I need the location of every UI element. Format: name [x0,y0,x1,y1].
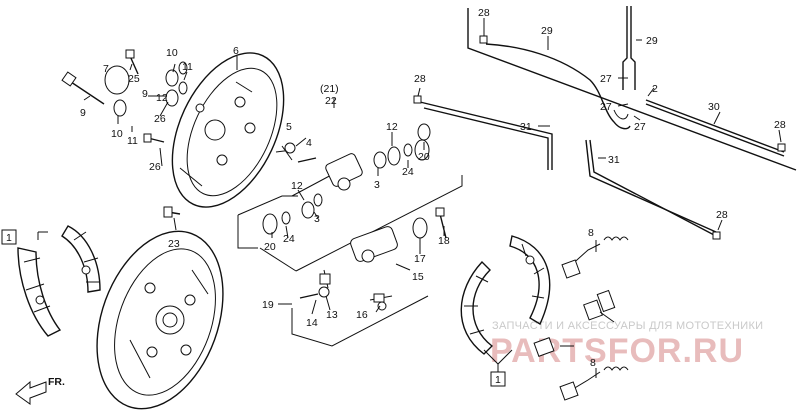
part-label-8: 8 [590,357,596,369]
part-label-10: 10 [111,128,123,140]
part-label-5: 5 [286,121,292,133]
watermark-tagline: ЗАПЧАСТИ И АКСЕССУАРЫ ДЛЯ МОТОТЕХНИКИ [492,320,763,332]
part-label-8: 8 [588,227,594,239]
part-label-6: 6 [233,45,239,57]
part-label-27: 27 [600,73,612,85]
part-label-12-upper: 12 [156,92,168,104]
cylinder-15 [350,226,398,262]
callout-box-1a: 1 [1,229,17,245]
part-label-17: 17 [414,253,426,265]
part-label-11: 11 [182,61,193,73]
part-label-25: 25 [128,73,140,85]
watermark-brand: PARTSFOR.RU [490,332,744,370]
o-ring-7 [104,65,130,95]
part-label-24: 24 [402,166,414,178]
cables-and-rods [419,6,797,237]
brake-shoe-right [460,235,551,355]
part-label-18: 18 [438,235,450,247]
part-label-26: 26 [154,113,166,125]
part-label-13: 13 [326,309,338,321]
front-direction-arrow: FR. [15,376,65,405]
part-label-26: 26 [149,161,161,173]
part-label-27: 27 [600,101,612,113]
part-label-20: 20 [264,241,276,253]
wheel-cylinder-parts [262,123,447,311]
wheel-cylinder-group-outline [237,164,463,347]
brake-panel-upper [171,52,285,208]
panel-outline-right [467,8,797,171]
part-label-31: 31 [520,121,532,133]
direction-label: FR. [48,376,65,388]
part-label-3: 3 [314,213,320,225]
part-label-30: 30 [708,101,720,113]
part-label-27: 27 [634,121,646,133]
bolt-9 [67,79,105,105]
part-label-16: 16 [356,309,368,321]
springs-and-clips [413,35,786,401]
part-label-4: 4 [306,137,312,149]
part-label-29: 29 [541,25,553,37]
part-label-28: 28 [414,73,426,85]
part-label-9: 9 [80,107,86,119]
part-label-1: 1 [495,374,501,386]
part-label-31: 31 [608,154,620,166]
part-label-20: 20 [418,151,430,163]
part-label-21: (21) [320,83,339,95]
part-label-28: 28 [774,119,786,131]
leader-lines [37,18,782,378]
part-label-11: 11 [127,135,138,147]
brake-shoe-left [17,225,101,337]
callout-box-1b: 1 [490,371,506,387]
part-label-15: 15 [412,271,424,283]
part-label-9: 9 [142,88,148,100]
part-label-3: 3 [374,179,380,191]
part-label-23: 23 [168,238,180,250]
part-labels: 6 10 11 25 7 9 12 26 9 10 11 26 23 (21) … [80,7,786,369]
part-label-28: 28 [716,209,728,221]
part-label-10: 10 [166,47,178,59]
part-label-1: 1 [6,232,12,244]
part-label-24: 24 [283,233,295,245]
cable-29-left [485,43,631,130]
part-label-12: 12 [291,180,303,192]
watermark: ЗАПЧАСТИ И АКСЕССУАРЫ ДЛЯ МОТОТЕХНИКИ PA… [490,320,763,370]
part-label-14: 14 [306,317,318,329]
part-label-19: 19 [262,299,274,311]
part-label-29: 29 [646,35,658,47]
brake-panel-lower [96,230,224,410]
part-label-12: 12 [386,121,398,133]
part-label-2: 2 [652,83,658,95]
part-label-22: 22 [325,95,337,107]
part-label-7: 7 [103,63,109,75]
hardware-upper-left [61,49,188,218]
part-label-28: 28 [478,7,490,19]
